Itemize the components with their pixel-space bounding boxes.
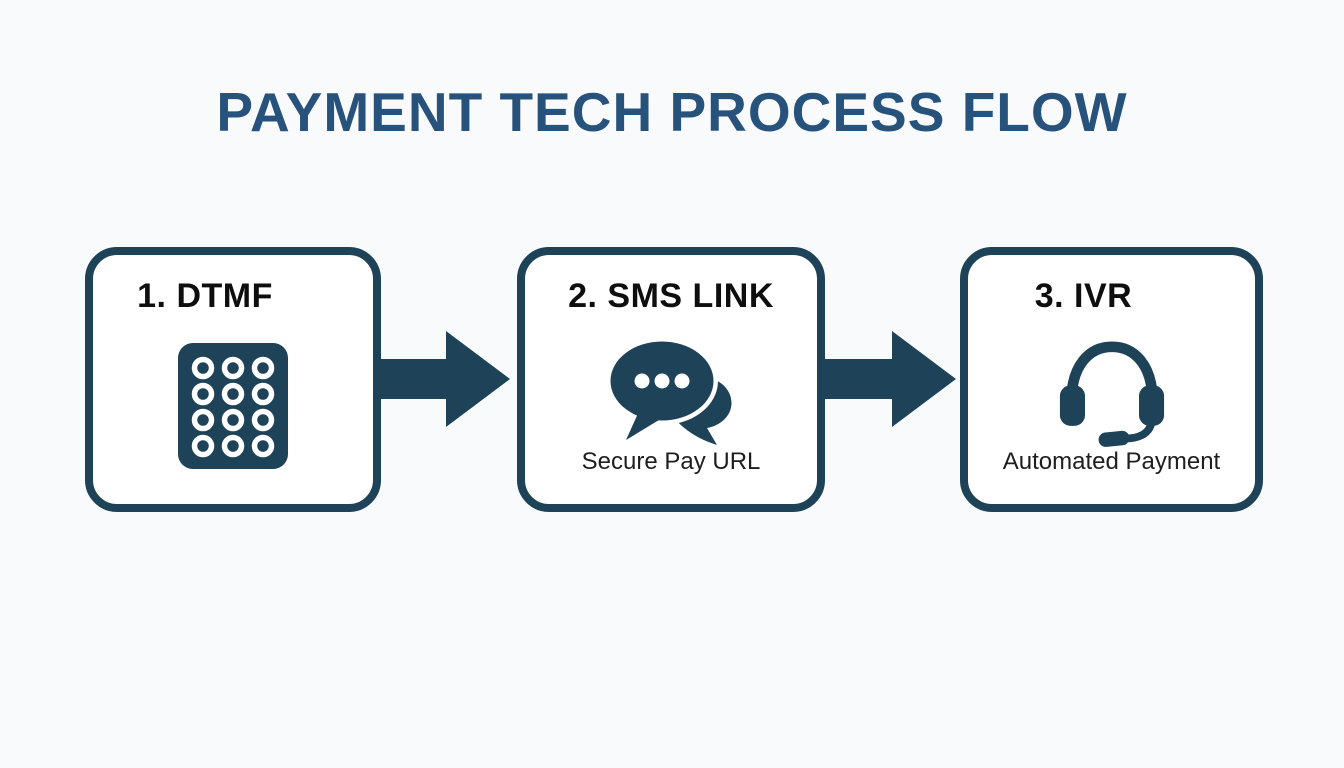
headset-icon — [1058, 339, 1166, 451]
step-caption-ivr: Automated Payment — [1002, 448, 1221, 475]
step-box-sms-link: 2. SMS LINK Secure Pay URL — [517, 247, 825, 512]
keypad-icon — [178, 343, 288, 469]
step-box-ivr: 3. IVR Automated Payment — [960, 247, 1263, 512]
step-caption-sms-link: Secure Pay URL — [581, 448, 761, 475]
arrow-right-icon — [820, 331, 956, 427]
step-box-dtmf: 1. DTMF — [85, 247, 381, 512]
step-heading-dtmf: 1. DTMF — [137, 277, 273, 315]
diagram-title: PAYMENT TECH PROCESS FLOW — [216, 81, 1128, 143]
chat-bubbles-icon — [606, 337, 732, 449]
arrow-right-icon — [374, 331, 510, 427]
step-heading-ivr: 3. IVR — [1034, 277, 1133, 315]
step-heading-sms-link: 2. SMS LINK — [568, 277, 774, 315]
